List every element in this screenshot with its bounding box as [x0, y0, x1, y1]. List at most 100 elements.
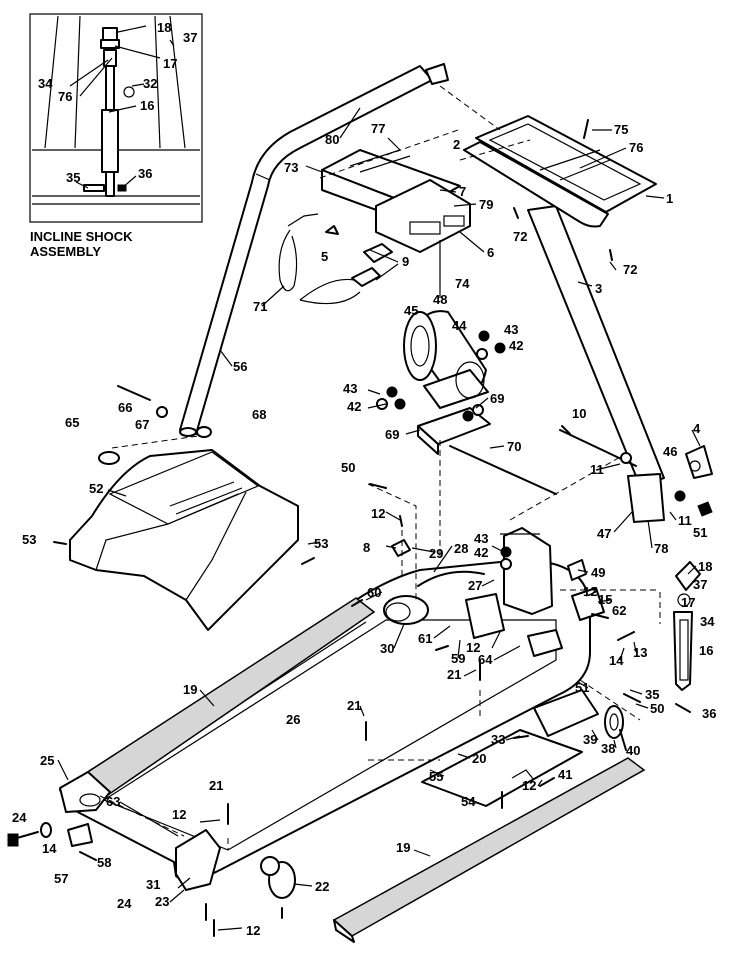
part-label: 5 [321, 249, 328, 264]
part-label: 62 [612, 603, 626, 618]
inset-label-37: 37 [183, 30, 197, 45]
part-label: 8 [363, 540, 370, 555]
part-label: 36 [702, 706, 716, 721]
inset-title-line-1: INCLINE SHOCK [30, 229, 133, 244]
part-label: 55 [429, 769, 443, 784]
part-label: 72 [623, 262, 637, 277]
part-label: 24 [117, 896, 132, 911]
inset-label-16: 16 [140, 98, 154, 113]
motor-hood [69, 449, 299, 631]
part-label: 2 [453, 137, 460, 152]
part-label: 73 [284, 160, 298, 175]
part-label: 42 [474, 545, 488, 560]
part-label: 28 [454, 541, 468, 556]
part-label: 12 [246, 923, 260, 938]
part-label: 57 [54, 871, 68, 886]
safety-cord [278, 229, 298, 292]
inset-label-76: 76 [58, 89, 72, 104]
console-tray [475, 115, 657, 213]
part-label: 39 [583, 732, 597, 747]
part-label: 75 [614, 122, 628, 137]
upright-base-bracket [503, 527, 553, 615]
part-label: 22 [315, 879, 329, 894]
treadmill-exploded-view [7, 63, 713, 943]
part-label: 19 [396, 840, 410, 855]
part-label: 29 [429, 546, 443, 561]
part-label: 24 [12, 810, 27, 825]
part-label: 46 [663, 444, 677, 459]
part-label: 42 [509, 338, 523, 353]
part-label: 40 [626, 743, 640, 758]
part-label: 69 [490, 391, 504, 406]
part-label: 52 [89, 481, 103, 496]
part-label: 70 [507, 439, 521, 454]
bottom-plate [421, 729, 583, 807]
part-label: 31 [146, 877, 160, 892]
part-label: 21 [447, 667, 461, 682]
part-label: 48 [433, 292, 447, 307]
inset-label-36: 36 [138, 166, 152, 181]
part-label: 72 [513, 229, 527, 244]
part-label: 50 [650, 701, 664, 716]
part-label: 74 [455, 276, 470, 291]
part-label: 41 [558, 767, 572, 782]
part-label: 30 [380, 641, 394, 656]
part-label: 77 [371, 121, 385, 136]
part-label: 11 [678, 513, 692, 528]
part-label: 69 [385, 427, 399, 442]
rear-end-cap-right [175, 829, 221, 891]
part-label: 43 [504, 322, 518, 337]
right-upright [527, 205, 665, 487]
inset-label-17: 17 [163, 56, 177, 71]
part-label: 43 [474, 531, 488, 546]
incline-wheel [604, 705, 624, 739]
part-label: 14 [609, 653, 624, 668]
part-label: 35 [645, 687, 659, 702]
rear-end-cap-left [59, 771, 111, 813]
part-label: 47 [597, 526, 611, 541]
part-label: 1 [666, 191, 673, 206]
part-label: 23 [155, 894, 169, 909]
inset-label-18: 18 [157, 20, 171, 35]
part-label: 9 [402, 254, 409, 269]
part-label: 56 [233, 359, 247, 374]
part-label: 14 [42, 841, 57, 856]
part-label: 16 [699, 643, 713, 658]
part-label: 17 [681, 595, 695, 610]
part-label: 49 [591, 565, 605, 580]
part-label: 79 [479, 197, 493, 212]
part-label: 51 [575, 680, 589, 695]
inset-title-line-2: ASSEMBLY [30, 244, 101, 259]
inset-incline-shock-assembly: 18 37 17 34 32 76 16 35 36 INCLINE SHOCK… [29, 13, 203, 259]
part-label: 66 [118, 400, 132, 415]
part-label: 37 [693, 577, 707, 592]
part-label: 54 [461, 794, 476, 809]
part-label: 43 [343, 381, 357, 396]
part-label: 12 [583, 584, 597, 599]
part-label: 64 [478, 652, 493, 667]
part-label: 61 [418, 631, 432, 646]
part-label: 42 [347, 399, 361, 414]
part-label: 15 [598, 592, 612, 607]
part-label: 13 [633, 645, 647, 660]
part-label: 12 [172, 807, 186, 822]
part-label: 71 [253, 299, 267, 314]
part-label: 38 [601, 741, 615, 756]
part-label: 45 [404, 303, 418, 318]
part-label: 76 [629, 140, 643, 155]
part-label: 27 [468, 578, 482, 593]
part-label: 53 [22, 532, 36, 547]
handrail-tube [179, 65, 433, 435]
leader-lines [57, 107, 701, 931]
part-label: 59 [451, 651, 465, 666]
part-label: 12 [371, 506, 385, 521]
part-label: 3 [595, 281, 602, 296]
part-label: 20 [472, 751, 486, 766]
part-label: 26 [286, 712, 300, 727]
part-label: 67 [135, 417, 149, 432]
incline-shock [673, 611, 693, 691]
part-label: 18 [698, 559, 712, 574]
part-label: 6 [487, 245, 494, 260]
part-label: 10 [572, 406, 586, 421]
